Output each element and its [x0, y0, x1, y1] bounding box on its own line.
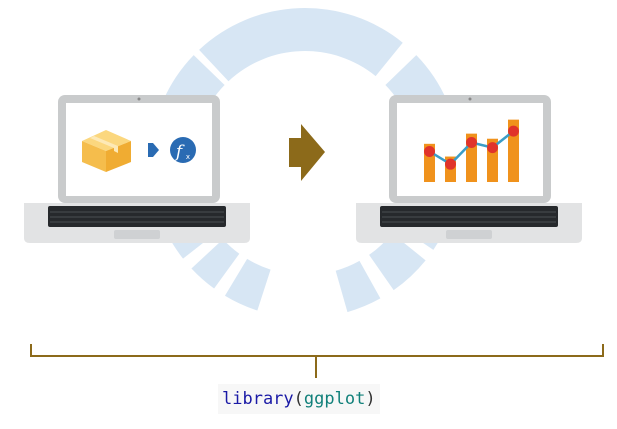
cycle-ring-segment: [199, 7, 403, 82]
code-close-paren: ): [365, 389, 376, 409]
right-laptop-key-rows: [382, 211, 556, 223]
chart-bar: [466, 133, 477, 182]
chart-trend-point: [508, 125, 519, 137]
right-laptop-trackpad: [446, 230, 492, 239]
code-argument: ggplot: [303, 389, 366, 409]
bar-line-chart-icon: [424, 119, 519, 182]
left-laptop-trackpad: [114, 230, 160, 239]
left-laptop-camera: [137, 97, 141, 101]
chart-bar: [487, 138, 498, 182]
bracket-brace: [30, 344, 604, 378]
chart-trend-point: [424, 145, 435, 157]
package-box-icon: [82, 130, 131, 172]
chart-bar: [508, 119, 519, 182]
svg-text:x: x: [186, 153, 190, 161]
arrow-right-big-icon: [289, 124, 325, 181]
arrow-right-small-icon: [148, 143, 159, 157]
function-fx-icon: f x: [170, 137, 196, 163]
cycle-ring-segment: [335, 260, 381, 313]
chart-trend-point: [487, 142, 498, 154]
left-laptop-key-rows: [50, 211, 224, 223]
svg-text:f: f: [174, 142, 185, 162]
right-laptop: [356, 95, 582, 243]
code-snippet: library(ggplot): [218, 384, 380, 414]
cycle-ring-segment: [224, 258, 271, 311]
cycle-ring-segment: [191, 239, 240, 289]
code-open-paren: (: [293, 389, 304, 409]
left-laptop: f x: [24, 95, 250, 243]
chart-trend-point: [466, 137, 477, 149]
right-laptop-camera: [468, 97, 472, 101]
chart-bar: [424, 143, 435, 182]
chart-trend-point: [445, 158, 456, 170]
cycle-ring-segment: [369, 233, 426, 291]
code-function-name: library: [222, 389, 294, 409]
